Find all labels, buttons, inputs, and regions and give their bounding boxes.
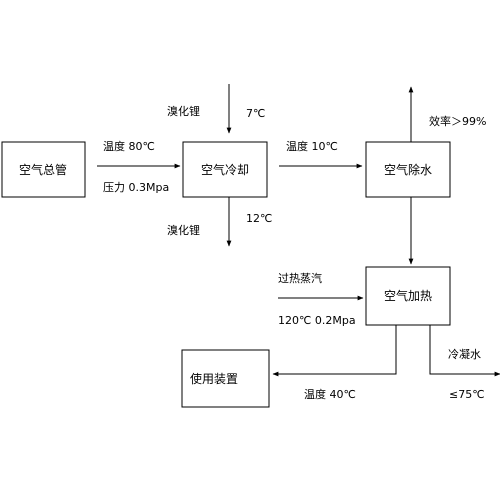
air-heating-label: 空气加热 [384, 288, 432, 303]
air-cooling-label: 空气冷却 [201, 162, 249, 177]
steam-params-label: 120℃ 0.2Mpa [278, 314, 356, 327]
condensate-temp-label: ≤75℃ [449, 388, 485, 401]
air-cooling-box: 空气冷却 [182, 141, 268, 198]
libr-out-label: 溴化锂 [167, 223, 200, 237]
use-device-box: 使用装置 [181, 349, 270, 408]
arrow-heating-to-device [272, 325, 397, 377]
use-device-label: 使用装置 [190, 371, 238, 386]
libr-in-temp-label: 7℃ [246, 107, 265, 120]
temp-80-label: 温度 80℃ [103, 139, 155, 153]
efficiency-label: 效率＞99% [429, 114, 486, 128]
temp-40-label: 温度 40℃ [304, 387, 356, 401]
air-main-box: 空气总管 [1, 141, 86, 198]
steam-label: 过热蒸汽 [278, 271, 322, 285]
air-dewater-box: 空气除水 [365, 141, 451, 198]
pressure-label: 压力 0.3Mpa [103, 181, 169, 194]
temp-10-label: 温度 10℃ [286, 139, 338, 153]
libr-in-label: 溴化锂 [167, 104, 200, 118]
condensate-label: 冷凝水 [448, 347, 481, 361]
air-dewater-label: 空气除水 [384, 162, 432, 177]
libr-out-temp-label: 12℃ [246, 212, 272, 225]
air-main-label: 空气总管 [19, 162, 67, 177]
air-heating-box: 空气加热 [365, 266, 451, 326]
arrow-condensate-out [429, 325, 500, 377]
